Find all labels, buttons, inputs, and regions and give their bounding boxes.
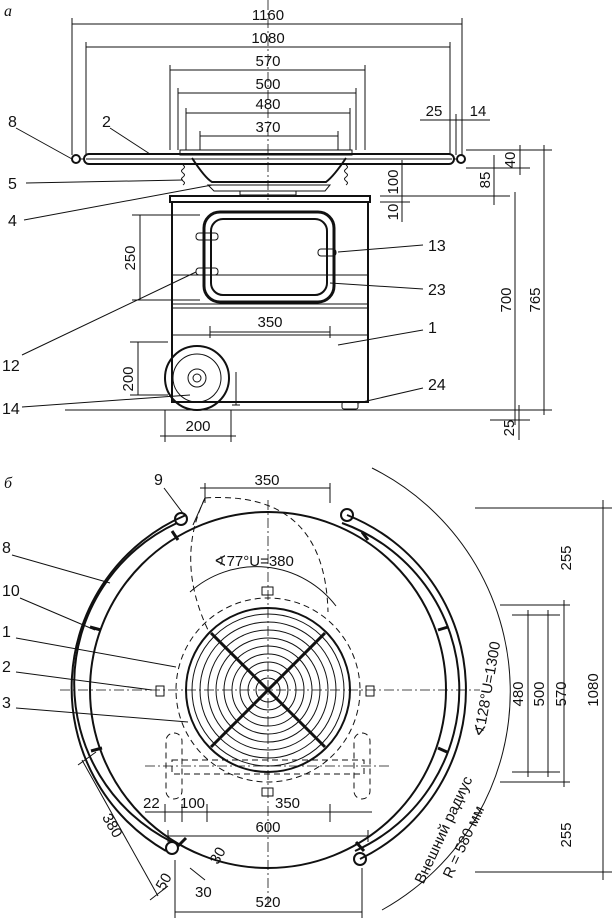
panel-label-a: а [4, 3, 12, 20]
plan-callout-2: 2 [2, 659, 11, 676]
plan-dim-350-bottom: 350 [275, 795, 300, 812]
plan-callout-10: 10 [2, 583, 20, 600]
callout-14: 14 [2, 401, 20, 418]
callout-13: 13 [428, 238, 446, 255]
elevation-callouts: 8 2 5 4 12 14 13 23 1 24 [2, 114, 446, 418]
dim-10: 10 [385, 204, 402, 221]
plan-dim-255-top: 255 [558, 545, 575, 570]
elevation-geometry [65, 0, 466, 411]
plan-dim-500: 500 [531, 681, 548, 706]
panel-label-b: б [4, 475, 13, 492]
dim-350-door: 350 [257, 314, 282, 331]
plan-arc-128: ∢128°U=1300 [471, 640, 505, 738]
dim-1160: 1160 [252, 7, 284, 24]
plan-callouts: 9 8 10 1 2 3 [2, 472, 163, 712]
dim-765: 765 [527, 287, 544, 312]
dim-250: 250 [122, 245, 139, 270]
dim-500: 500 [255, 76, 280, 93]
callout-4: 4 [8, 213, 17, 230]
elevation-dimensions: 1160 1080 570 500 480 370 25 14 40 85 10… [120, 7, 544, 436]
callout-1: 1 [428, 320, 437, 337]
plan-callout-9: 9 [154, 472, 163, 489]
dim-25-top: 25 [426, 103, 443, 120]
plan-dim-22: 22 [143, 795, 160, 812]
plan-callout-8: 8 [2, 540, 11, 557]
dim-480: 480 [255, 96, 280, 113]
callout-5: 5 [8, 176, 17, 193]
dim-1080: 1080 [251, 30, 284, 47]
plan-dim-255-bottom: 255 [558, 822, 575, 847]
dim-85: 85 [477, 172, 494, 189]
plan-dim-520: 520 [255, 894, 280, 911]
dim-570: 570 [255, 53, 280, 70]
plan-dim-600: 600 [255, 819, 280, 836]
plan-dim-50: 50 [153, 870, 176, 893]
plan-dimension-lines [11, 467, 612, 918]
plan-dim-570: 570 [553, 681, 570, 706]
dim-40: 40 [502, 152, 519, 169]
plan-dim-350-top: 350 [254, 472, 279, 489]
dim-370: 370 [255, 119, 280, 136]
dim-200-vertical: 200 [120, 366, 137, 391]
elevation-dimension-lines [15, 18, 552, 442]
dim-700: 700 [498, 287, 515, 312]
plan-arc-77: ∢77°U=380 [214, 553, 294, 570]
callout-2: 2 [102, 114, 111, 131]
dim-14: 14 [470, 103, 487, 120]
callout-12: 12 [2, 358, 20, 375]
callout-23: 23 [428, 282, 446, 299]
plan-dim-480: 480 [510, 681, 527, 706]
plan-geometry [60, 497, 480, 905]
plan-dim-30: 30 [195, 884, 212, 901]
callout-8: 8 [8, 114, 17, 131]
callout-24: 24 [428, 377, 446, 394]
plan-dim-100: 100 [180, 795, 205, 812]
plan-dim-30-diag: 30 [207, 844, 230, 867]
dim-100: 100 [385, 169, 402, 194]
plan-dim-1080: 1080 [585, 673, 602, 706]
dim-200-wheel: 200 [185, 418, 210, 435]
plan-callout-1: 1 [2, 624, 11, 641]
plan-callout-3: 3 [2, 695, 11, 712]
dim-25-bottom: 25 [501, 420, 518, 437]
